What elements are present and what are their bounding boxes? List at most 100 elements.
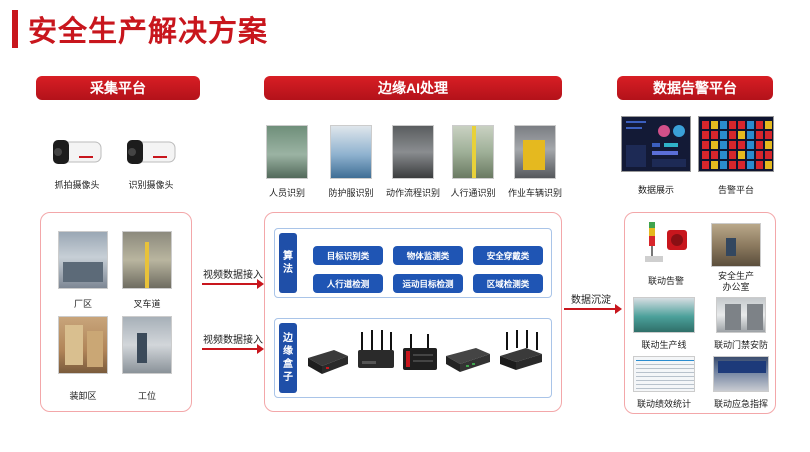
- alarm-tile: [738, 151, 745, 159]
- table-line: [636, 380, 694, 381]
- bullet-camera-icon: [127, 140, 176, 164]
- alarm-tile: [729, 141, 736, 149]
- alarm-grid-icon: [702, 121, 772, 169]
- alarm-tile: [711, 131, 718, 139]
- ai-photo-walkway: [452, 125, 494, 179]
- alarm-tile: [702, 161, 709, 169]
- alarm-tile: [747, 121, 754, 129]
- alarm-tile: [747, 141, 754, 149]
- linkage-label: 安全生产 办公室: [717, 271, 754, 292]
- algorithm-item: 区域检测类: [473, 274, 543, 293]
- site-photo-forklift-lane: [122, 231, 172, 289]
- dashboard-chart-icon: [626, 121, 686, 167]
- linkage-label: 联动生产线: [641, 340, 687, 350]
- edge-device-2-icon: [358, 330, 394, 368]
- dashboard-label: 数据展示: [637, 185, 674, 195]
- linkage-production-line-image: [633, 297, 695, 333]
- alarm-tile: [729, 151, 736, 159]
- alarm-tile: [720, 161, 727, 169]
- algorithm-item: 物体监测类: [393, 246, 463, 265]
- linkage-label: 联动绩效统计: [636, 399, 691, 409]
- alarm-tile: [756, 121, 763, 129]
- arrow-video-in-1: [202, 279, 264, 289]
- algorithm-item: 运动目标检测: [393, 274, 463, 293]
- alarm-tile: [702, 121, 709, 129]
- arrow-label-video-in-2: 视频数据接入: [203, 335, 263, 346]
- spreadsheet-icon: [636, 360, 694, 389]
- site-label: 叉车道: [133, 299, 161, 309]
- algorithm-item: 人行道检测: [313, 274, 383, 293]
- alarm-tile: [765, 161, 772, 169]
- alarm-tile: [711, 121, 718, 129]
- section-header-edge-ai: 边缘AI处理: [264, 76, 562, 100]
- site-label: 装卸区: [69, 391, 97, 401]
- linkage-office-image: [711, 223, 761, 267]
- alarm-tile: [738, 121, 745, 129]
- table-line: [636, 364, 694, 365]
- alarm-tile: [765, 141, 772, 149]
- alarm-tile: [756, 151, 763, 159]
- alarm-tile: [711, 161, 718, 169]
- arrow-label-video-in-1: 视频数据接入: [203, 270, 263, 281]
- alarm-siren-icon: [645, 222, 687, 262]
- algorithm-item: 目标识别类: [313, 246, 383, 265]
- alarm-tile: [729, 121, 736, 129]
- alarm-tile: [756, 131, 763, 139]
- alarm-tile: [711, 151, 718, 159]
- alarm-tile: [720, 121, 727, 129]
- bullet-camera-icon: [53, 140, 102, 164]
- arrow-data-sink: [564, 304, 622, 314]
- alarm-tile: [702, 151, 709, 159]
- alarm-tile: [738, 161, 745, 169]
- ai-label: 动作流程识别: [385, 188, 440, 198]
- page-title: 安全生产解决方案: [28, 16, 269, 48]
- dashboard-label: 告警平台: [717, 185, 754, 195]
- linkage-emergency-command-image: [713, 356, 769, 392]
- section-header-alarm: 数据告警平台: [617, 76, 773, 100]
- ai-label: 人行通识别: [450, 188, 496, 198]
- arrow-label-data-sink: 数据沉淀: [571, 295, 611, 306]
- linkage-label: 联动门禁安防: [713, 340, 768, 350]
- alarm-tile: [747, 151, 754, 159]
- table-line: [636, 372, 694, 373]
- table-line: [636, 388, 694, 389]
- alarm-tile: [765, 121, 772, 129]
- linkage-alarm-image: [641, 220, 691, 272]
- table-line: [636, 368, 694, 369]
- edge-device-5-icon: [500, 330, 542, 370]
- alarm-tile: [765, 151, 772, 159]
- linkage-access-control-image: [716, 297, 766, 333]
- ai-photo-protective-suit: [330, 125, 372, 179]
- ai-photo-action-flow: [392, 125, 434, 179]
- edge-device-3-icon: [403, 334, 437, 370]
- alarm-tile: [702, 131, 709, 139]
- table-line: [636, 384, 694, 385]
- camera-label: 抓拍摄像头: [54, 180, 100, 190]
- site-label: 工位: [137, 391, 156, 401]
- camera-snapshot: 抓拍摄像头: [48, 134, 106, 191]
- alarm-tile: [738, 131, 745, 139]
- table-line: [636, 376, 694, 377]
- ai-label: 防护服识别: [328, 188, 374, 198]
- alarm-tile: [756, 161, 763, 169]
- alarm-tile: [756, 141, 763, 149]
- ai-photo-person: [266, 125, 308, 179]
- algorithm-tag: 算 法: [279, 233, 297, 293]
- alarm-tile: [729, 131, 736, 139]
- dashboard-alarm-screen: [698, 116, 774, 172]
- site-photo-factory: [58, 231, 108, 289]
- site-photo-workstation: [122, 316, 172, 374]
- ai-photo-work-vehicle: [514, 125, 556, 179]
- alarm-tile: [702, 141, 709, 149]
- camera-recognition: 识别摄像头: [122, 134, 180, 191]
- alarm-tile: [720, 151, 727, 159]
- dashboard-data-display-screen: [621, 116, 691, 172]
- table-line: [636, 360, 694, 361]
- site-photo-loading-area: [58, 316, 108, 374]
- title-accent-bar: [12, 10, 18, 48]
- alarm-tile: [747, 161, 754, 169]
- arrow-video-in-2: [202, 344, 264, 354]
- alarm-tile: [765, 131, 772, 139]
- alarm-tile: [720, 141, 727, 149]
- ai-label: 作业车辆识别: [507, 188, 562, 198]
